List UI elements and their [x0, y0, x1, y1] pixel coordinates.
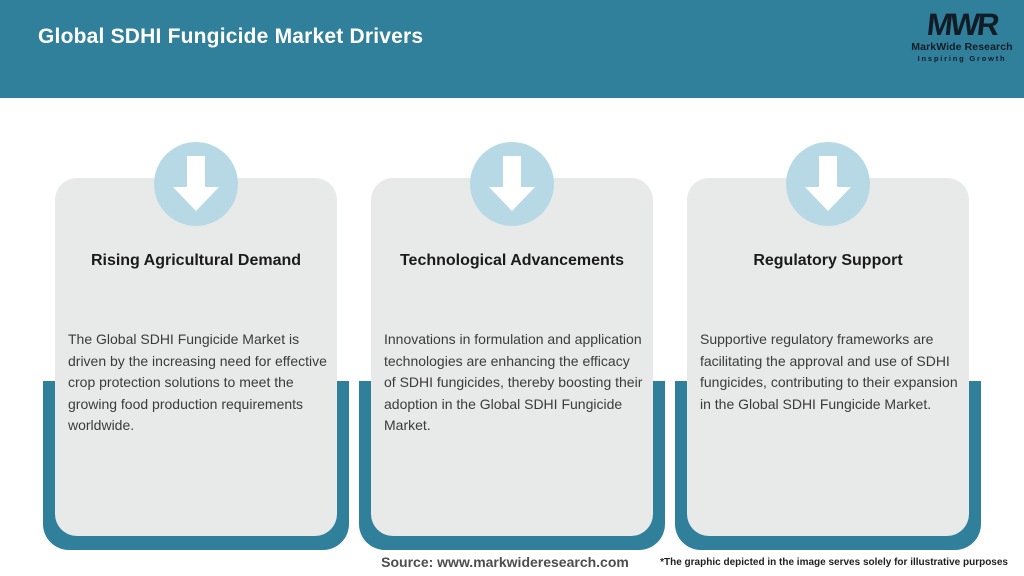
driver-card-group: Rising Agricultural Demand The Global SD… [43, 142, 349, 550]
driver-card-group: Technological Advancements Innovations i… [359, 142, 665, 550]
header-bar: Global SDHI Fungicide Market Drivers MWR… [0, 0, 1024, 98]
card-body: Innovations in formulation and applicati… [384, 331, 643, 433]
down-arrow-icon [173, 156, 219, 211]
disclaimer-text: *The graphic depicted in the image serve… [660, 557, 1008, 568]
logo-mark: MWR [925, 7, 999, 42]
page-title: Global SDHI Fungicide Market Drivers [38, 25, 424, 48]
driver-card-group: Regulatory Support Supportive regulatory… [675, 142, 981, 550]
source-text: Source: www.markwideresearch.com [381, 554, 629, 570]
driver-card: Technological Advancements Innovations i… [371, 178, 653, 536]
icon-circle [470, 142, 554, 226]
down-arrow-icon [489, 156, 535, 211]
logo-tagline: Inspiring Growth [917, 54, 1007, 63]
driver-card: Rising Agricultural Demand The Global SD… [55, 178, 337, 536]
card-title: Rising Agricultural Demand [90, 252, 302, 269]
logo-name: MarkWide Research [911, 41, 1013, 53]
icon-circle [786, 142, 870, 226]
driver-card: Regulatory Support Supportive regulatory… [687, 178, 969, 536]
markwide-research-logo: MWR MarkWide Research Inspiring Growth [911, 7, 1013, 63]
card-body: Supportive regulatory frameworks are fac… [700, 331, 958, 412]
card-body: The Global SDHI Fungicide Market is driv… [68, 331, 327, 433]
card-title: Regulatory Support [753, 252, 903, 269]
down-arrow-icon [805, 156, 851, 211]
icon-circle [154, 142, 238, 226]
card-title: Technological Advancements [399, 252, 625, 269]
